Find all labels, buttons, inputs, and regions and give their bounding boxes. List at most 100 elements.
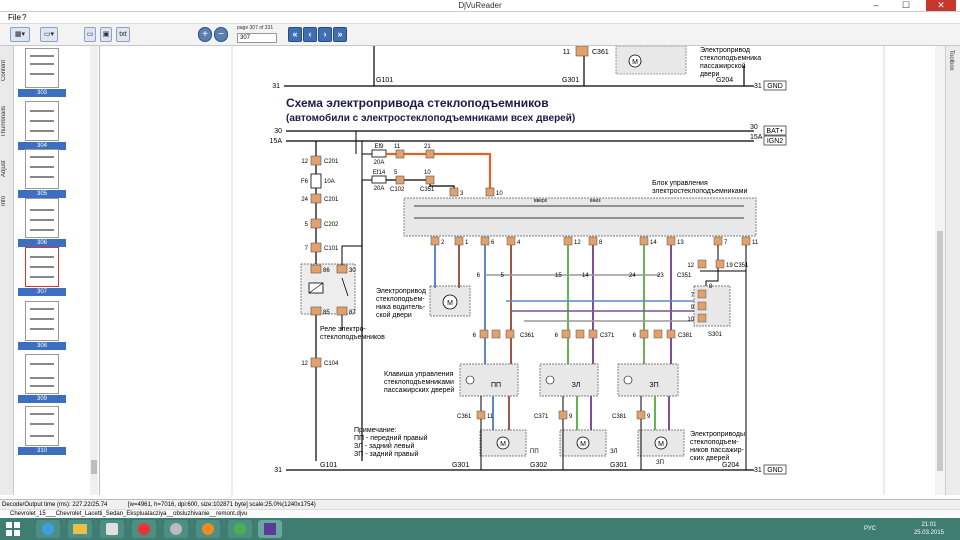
motor-symbol: M: [580, 441, 586, 448]
keyboard-language[interactable]: РУС: [864, 526, 877, 532]
connector-label: C351: [734, 263, 749, 269]
svg-text:30: 30: [349, 268, 356, 274]
fuse-label: Ef9: [374, 144, 384, 150]
svg-text:10: 10: [424, 170, 431, 176]
thumbnail-310[interactable]: 310: [18, 406, 66, 455]
media-taskbar-button[interactable]: [100, 520, 124, 538]
note-title: Примечание:: [354, 427, 397, 434]
document-tab[interactable]: Chevrolet_15___Chevrolet_Lacetti_Sedan_E…: [0, 509, 960, 518]
minimize-button[interactable]: –: [873, 0, 879, 10]
fuse-f6: [310, 173, 322, 189]
maximize-button[interactable]: ☐: [901, 0, 911, 10]
text-mode-button[interactable]: txt: [116, 27, 130, 42]
motor-label: пассажирской: [700, 62, 746, 70]
bat-box: [763, 125, 787, 136]
tab-thumbnails[interactable]: Thumbnails: [1, 105, 7, 137]
document-viewport[interactable]: 11 C361 M Электропривод стеклоподъемника…: [104, 45, 936, 495]
motor-icon: [628, 54, 642, 68]
page-mode-button[interactable]: ▭▾: [40, 27, 58, 42]
firefox-taskbar-button[interactable]: [196, 520, 220, 538]
tab-content[interactable]: Content: [1, 59, 7, 81]
thumbnail-309[interactable]: 309: [18, 354, 66, 403]
svg-text:23: 23: [657, 273, 664, 279]
last-page-button[interactable]: »: [333, 27, 347, 42]
clock[interactable]: 21:01 25.03.2015: [914, 521, 944, 537]
switch-group-label: пассажирских дверей: [384, 386, 454, 394]
driver-motor-label: ской двери: [376, 311, 412, 319]
thumbnail-306[interactable]: 306: [18, 198, 66, 247]
svg-text:11: 11: [394, 144, 401, 150]
motor-label: двери: [700, 71, 720, 78]
lamp-icon: [623, 375, 633, 385]
fit-page-button[interactable]: ▭: [84, 27, 96, 42]
svg-text:1: 1: [465, 240, 469, 246]
connector-label: C102: [390, 187, 405, 193]
yandex-taskbar-button[interactable]: [132, 520, 156, 538]
viewport-scrollbar[interactable]: [935, 46, 945, 495]
prev-page-button[interactable]: ‹: [303, 27, 317, 42]
scroll-thumb[interactable]: [91, 460, 97, 474]
scroll-thumb[interactable]: [937, 231, 943, 471]
motor-pp-icon: [496, 436, 510, 450]
connector-label: C381: [612, 414, 627, 420]
toolbox-label: Toolbox: [948, 50, 954, 71]
relay-label: Реле электро-: [320, 326, 366, 333]
switch-label: ЗЛ: [572, 382, 581, 389]
toolbar: ▦▾ ▭▾ ▭ ▣ txt + − page 307 of 331 307 « …: [0, 24, 960, 46]
svg-text:14: 14: [582, 273, 589, 279]
close-button[interactable]: ✕: [926, 0, 956, 11]
switch-bottom-pins: C361 11 C371 9 C381 9: [457, 410, 651, 420]
menu-help[interactable]: ?: [22, 13, 27, 22]
svg-text:6: 6: [555, 333, 559, 339]
menu-file[interactable]: File: [8, 13, 21, 22]
motor-label: стеклоподъемника: [700, 55, 761, 62]
svg-text:9: 9: [647, 414, 651, 420]
page-number-input[interactable]: 307: [237, 33, 277, 43]
switch-group-label: стеклоподъемниками: [384, 379, 454, 386]
svg-text:87: 87: [349, 310, 356, 316]
djvu-icon: [264, 523, 276, 535]
djvureader-taskbar-button[interactable]: [258, 520, 282, 538]
connector-row-2: 6 C361 6 C371 6 C381: [473, 329, 693, 339]
rail-label: 30: [274, 128, 282, 135]
svg-text:15: 15: [555, 273, 562, 279]
svg-text:11: 11: [752, 240, 759, 246]
explorer-taskbar-button[interactable]: [68, 520, 92, 538]
thumbnail-303[interactable]: 303: [18, 48, 66, 97]
bat-label: BAT+: [766, 128, 783, 135]
tab-info[interactable]: Info: [1, 196, 7, 207]
fuse-amp-label: 20A: [374, 160, 385, 166]
first-page-button[interactable]: «: [288, 27, 302, 42]
thumbnail-scrollbar[interactable]: [90, 46, 98, 495]
chrome-taskbar-button[interactable]: [228, 520, 252, 538]
toolbox-panel[interactable]: Toolbox: [945, 46, 960, 495]
thumbnail-number: 306: [18, 239, 66, 247]
ground-label: G204: [722, 462, 739, 469]
connector-label: C201: [324, 159, 339, 165]
thumbnail-number: 309: [18, 395, 66, 403]
fuse-amp-label: 20A: [374, 186, 385, 192]
next-page-button[interactable]: ›: [318, 27, 332, 42]
motor-symbol: M: [447, 300, 453, 307]
thumbnail-304[interactable]: 304: [18, 101, 66, 150]
zoom-in-button[interactable]: +: [198, 27, 212, 42]
zoom-out-button[interactable]: −: [214, 27, 228, 42]
ie-taskbar-button[interactable]: [36, 520, 60, 538]
settings-taskbar-button[interactable]: [164, 520, 188, 538]
motors-label: ников пассажир-: [690, 447, 745, 454]
thumbnail-308[interactable]: 308: [18, 301, 66, 350]
image-mode-button[interactable]: ▣: [100, 27, 112, 42]
connector-label: C371: [600, 333, 615, 339]
clock-time: 21:01: [921, 522, 937, 528]
tab-adjust[interactable]: Adjust: [1, 160, 7, 178]
thumbnail-page: [25, 198, 59, 238]
svg-text:6: 6: [633, 333, 637, 339]
windows-start-icon[interactable]: [6, 522, 20, 536]
thumbnail-307[interactable]: 307: [18, 247, 66, 296]
thumbnail-305[interactable]: 305: [18, 149, 66, 198]
view-mode-button[interactable]: ▦▾: [10, 27, 30, 42]
note-line: ЗЛ - задний левый: [354, 442, 415, 450]
gnd-label: GND: [767, 467, 783, 474]
svg-text:12: 12: [301, 159, 308, 165]
driver-motor-label: Электропривод: [376, 288, 426, 295]
